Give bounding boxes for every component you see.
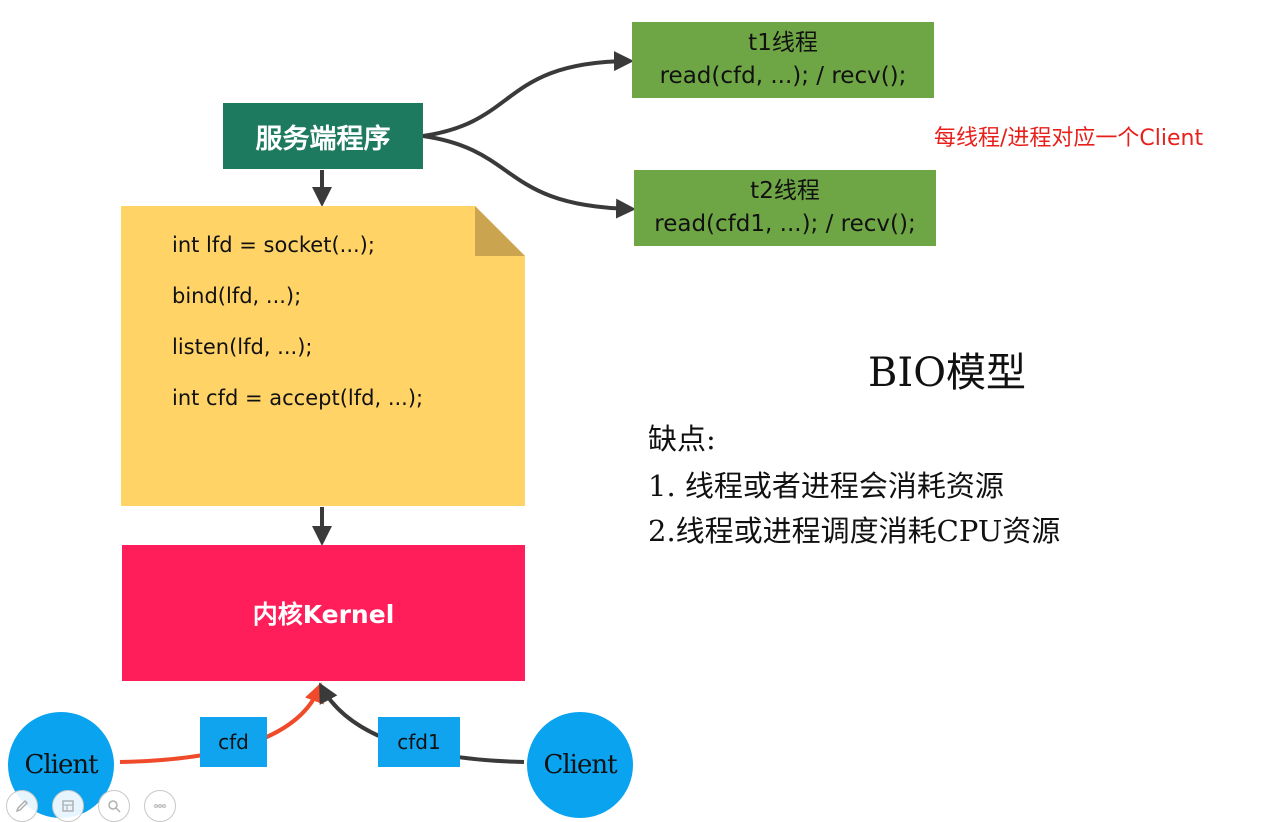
drawbacks-heading: 缺点:	[648, 422, 716, 456]
code-note-box	[121, 206, 525, 506]
client-right-label: Client	[543, 750, 617, 780]
code-line-bind: bind(lfd, ...);	[172, 284, 302, 308]
fd-label-cfd-text: cfd	[218, 730, 249, 754]
drawback-item-1: 1. 线程或者进程会消耗资源	[648, 469, 1004, 503]
client-right: Client	[527, 712, 633, 818]
thread-t2-name: t2线程	[750, 178, 820, 204]
slides-icon[interactable]	[52, 790, 84, 822]
fd-label-cfd1-text: cfd1	[397, 730, 441, 754]
thread-t2-box: t2线程 read(cfd1, ...); / recv();	[634, 170, 936, 246]
kernel-box: 内核Kernel	[122, 545, 525, 681]
thread-t1-name: t1线程	[748, 30, 818, 56]
server-program-box: 服务端程序	[223, 103, 423, 169]
model-title: BIO模型	[868, 350, 1026, 396]
code-line-socket: int lfd = socket(...);	[172, 233, 375, 257]
zoom-icon[interactable]	[98, 790, 130, 822]
arrow-server-to-t1	[422, 51, 634, 138]
code-line-listen: listen(lfd, ...);	[172, 335, 313, 359]
code-line-accept: int cfd = accept(lfd, ...);	[172, 386, 424, 410]
client-left-label: Client	[24, 750, 98, 780]
thread-per-client-note: 每线程/进程对应一个Client	[934, 126, 1204, 151]
thread-t1-box: t1线程 read(cfd, ...); / recv();	[632, 22, 934, 98]
fd-label-cfd: cfd	[200, 717, 267, 767]
drawback-item-2: 2.线程或进程调度消耗CPU资源	[648, 514, 1061, 548]
arrow-server-to-t2	[422, 134, 636, 219]
thread-t2-call: read(cfd1, ...); / recv();	[654, 211, 916, 237]
pen-icon[interactable]	[6, 790, 38, 822]
server-program-label: 服务端程序	[255, 123, 391, 155]
fd-label-cfd1: cfd1	[378, 717, 460, 767]
kernel-label: 内核Kernel	[252, 600, 395, 629]
more-icon[interactable]	[144, 790, 176, 822]
thread-t1-call: read(cfd, ...); / recv();	[659, 63, 907, 89]
